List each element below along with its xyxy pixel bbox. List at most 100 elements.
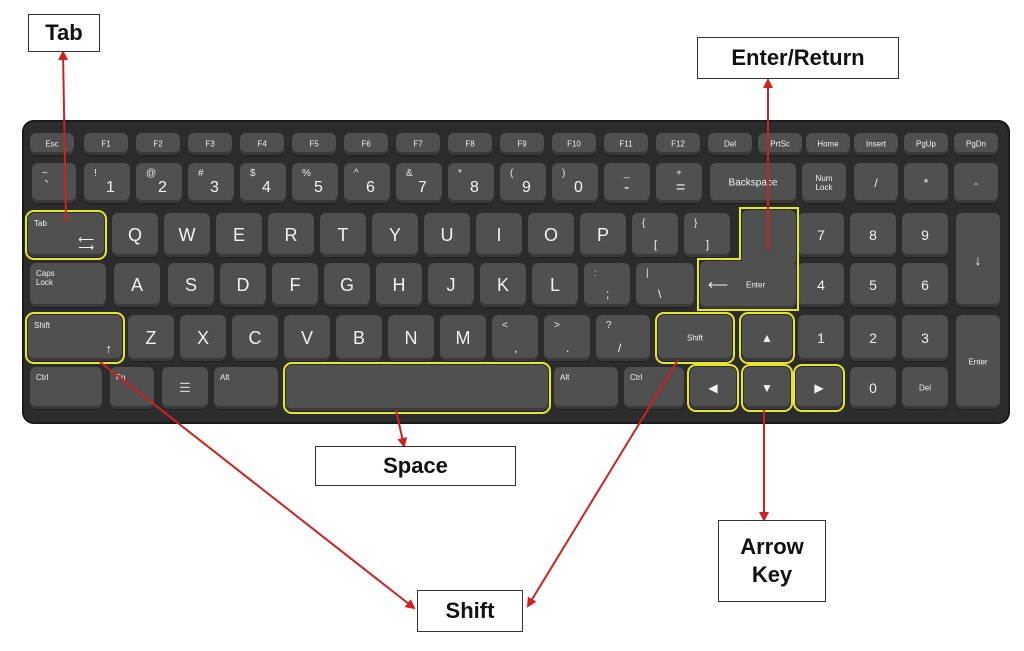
key-del[interactable]: Del bbox=[708, 133, 752, 155]
key-z[interactable]: Z bbox=[128, 315, 174, 361]
key-numpad-3[interactable]: 3 bbox=[902, 315, 948, 361]
key-u[interactable]: U bbox=[424, 213, 470, 257]
key-f10[interactable]: F10 bbox=[552, 133, 596, 155]
key-t[interactable]: T bbox=[320, 213, 366, 257]
key-numpad-plus[interactable]: ↓ bbox=[956, 213, 1000, 307]
key-h[interactable]: H bbox=[376, 263, 422, 307]
key-alt-right[interactable]: Alt bbox=[554, 367, 618, 409]
key-comma[interactable]: <, bbox=[492, 315, 538, 361]
key-numpad-enter[interactable]: Enter bbox=[956, 315, 1000, 409]
key-label: F1 bbox=[101, 139, 111, 149]
key-numpad-8[interactable]: 8 bbox=[850, 213, 896, 257]
key-f5[interactable]: F5 bbox=[292, 133, 336, 155]
key-w[interactable]: W bbox=[164, 213, 210, 257]
key-p[interactable]: P bbox=[580, 213, 626, 257]
key-numpad-del[interactable]: Del bbox=[902, 367, 948, 409]
key-f[interactable]: F bbox=[272, 263, 318, 307]
key-label: F3 bbox=[205, 139, 215, 149]
key-numpad-1[interactable]: 1 bbox=[798, 315, 844, 361]
key-arrow-up[interactable]: ▲ bbox=[739, 312, 795, 364]
key-m[interactable]: M bbox=[440, 315, 486, 361]
key-backspace[interactable]: Backspace bbox=[710, 163, 796, 203]
key-e[interactable]: E bbox=[216, 213, 262, 257]
key-shift-right[interactable]: Shift bbox=[655, 312, 735, 364]
key-numpad-2[interactable]: 2 bbox=[850, 315, 896, 361]
key-3[interactable]: #3 bbox=[188, 163, 234, 203]
key-slash[interactable]: ?/ bbox=[596, 315, 650, 361]
key-left-bracket[interactable]: {[ bbox=[632, 213, 678, 257]
key-f3[interactable]: F3 bbox=[188, 133, 232, 155]
key-backtick[interactable]: ~` bbox=[32, 163, 76, 203]
key-g[interactable]: G bbox=[324, 263, 370, 307]
key-f9[interactable]: F9 bbox=[500, 133, 544, 155]
key-primary: \ bbox=[658, 287, 662, 301]
key-f6[interactable]: F6 bbox=[344, 133, 388, 155]
key-shift-left[interactable]: Shift↑ bbox=[25, 312, 125, 364]
key-num-lock[interactable]: Num Lock bbox=[802, 163, 846, 203]
key-0[interactable]: )0 bbox=[552, 163, 598, 203]
key-f12[interactable]: F12 bbox=[656, 133, 700, 155]
key-numpad-asterisk[interactable]: * bbox=[904, 163, 948, 203]
key-j[interactable]: J bbox=[428, 263, 474, 307]
key-menu[interactable]: ☰ bbox=[162, 367, 208, 409]
key-5[interactable]: %5 bbox=[292, 163, 338, 203]
key-l[interactable]: L bbox=[532, 263, 578, 307]
key-x[interactable]: X bbox=[180, 315, 226, 361]
key-numpad-0[interactable]: 0 bbox=[850, 367, 896, 409]
key-label: Num Lock bbox=[815, 174, 833, 192]
key-k[interactable]: K bbox=[480, 263, 526, 307]
key-minus[interactable]: _- bbox=[604, 163, 650, 203]
key-numpad-4[interactable]: 4 bbox=[798, 263, 844, 307]
key-numpad-6[interactable]: 6 bbox=[902, 263, 948, 307]
key-f7[interactable]: F7 bbox=[396, 133, 440, 155]
key-d[interactable]: D bbox=[220, 263, 266, 307]
key-primary: 2 bbox=[158, 179, 167, 196]
key-numpad-9[interactable]: 9 bbox=[902, 213, 948, 257]
key-r[interactable]: R bbox=[268, 213, 314, 257]
key-a[interactable]: A bbox=[114, 263, 160, 307]
key-numpad-minus[interactable]: - bbox=[954, 163, 998, 203]
key-f1[interactable]: F1 bbox=[84, 133, 128, 155]
key-arrow-right[interactable]: ▶ bbox=[793, 364, 845, 412]
key-f8[interactable]: F8 bbox=[448, 133, 492, 155]
key-o[interactable]: O bbox=[528, 213, 574, 257]
key-arrow-left[interactable]: ◀ bbox=[687, 364, 739, 412]
key-s[interactable]: S bbox=[168, 263, 214, 307]
key-6[interactable]: ^6 bbox=[344, 163, 390, 203]
key-pgup[interactable]: PgUp bbox=[904, 133, 948, 155]
key-ctrl-right[interactable]: Ctrl bbox=[624, 367, 684, 409]
key-1[interactable]: !1 bbox=[84, 163, 130, 203]
key-b[interactable]: B bbox=[336, 315, 382, 361]
key-alt-left[interactable]: Alt bbox=[214, 367, 278, 409]
key-space[interactable] bbox=[283, 362, 551, 414]
key-ctrl-left[interactable]: Ctrl bbox=[30, 367, 102, 409]
key-7[interactable]: &7 bbox=[396, 163, 442, 203]
key-f11[interactable]: F11 bbox=[604, 133, 648, 155]
key-arrow-down[interactable]: ▼ bbox=[741, 364, 793, 412]
key-c[interactable]: C bbox=[232, 315, 278, 361]
key-semicolon[interactable]: :; bbox=[584, 263, 630, 307]
key-y[interactable]: Y bbox=[372, 213, 418, 257]
key-f4[interactable]: F4 bbox=[240, 133, 284, 155]
key-v[interactable]: V bbox=[284, 315, 330, 361]
key-period[interactable]: >. bbox=[544, 315, 590, 361]
key-home[interactable]: Home bbox=[806, 133, 850, 155]
key-numpad-7[interactable]: 7 bbox=[798, 213, 844, 257]
key-i[interactable]: I bbox=[476, 213, 522, 257]
key-9[interactable]: (9 bbox=[500, 163, 546, 203]
key-quote[interactable]: |\ bbox=[636, 263, 694, 307]
key-equal[interactable]: += bbox=[656, 163, 702, 203]
key-2[interactable]: @2 bbox=[136, 163, 182, 203]
key-8[interactable]: *8 bbox=[448, 163, 494, 203]
key-4[interactable]: $4 bbox=[240, 163, 286, 203]
key-esc[interactable]: Esc bbox=[30, 133, 74, 155]
key-insert[interactable]: Insert bbox=[854, 133, 898, 155]
key-n[interactable]: N bbox=[388, 315, 434, 361]
key-f2[interactable]: F2 bbox=[136, 133, 180, 155]
key-numpad-slash[interactable]: / bbox=[854, 163, 898, 203]
key-q[interactable]: Q bbox=[112, 213, 158, 257]
key-caps-lock[interactable]: Caps Lock bbox=[30, 263, 106, 307]
key-pgdn[interactable]: PgDn bbox=[954, 133, 998, 155]
key-numpad-5[interactable]: 5 bbox=[850, 263, 896, 307]
key-tab[interactable]: Tab⟵⟶ bbox=[25, 210, 107, 260]
